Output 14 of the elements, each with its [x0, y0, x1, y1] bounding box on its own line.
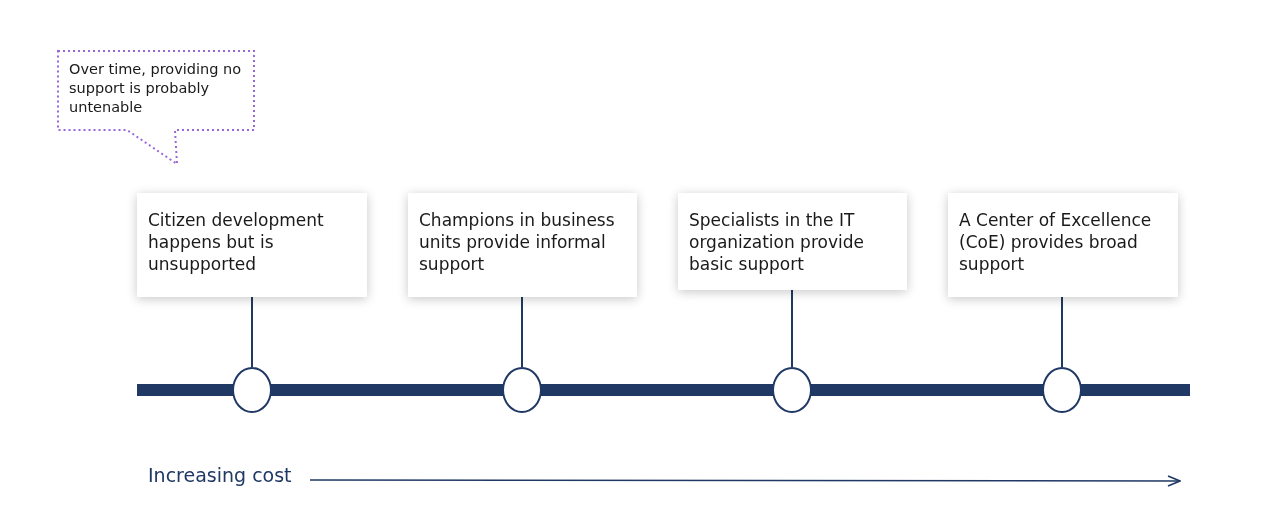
milestone-card: Citizen development happens but is unsupported	[137, 193, 367, 297]
milestone-card: Champions in business units provide informal support	[408, 193, 637, 297]
milestone-card: A Center of Excellence (CoE) provides broad support	[948, 193, 1178, 297]
leader-line	[791, 289, 793, 368]
milestone-circle	[772, 367, 812, 413]
leader-line	[251, 296, 253, 368]
axis-label: Increasing cost	[148, 464, 292, 486]
milestone-circle	[502, 367, 542, 413]
leader-line	[1061, 296, 1063, 368]
milestone-circle	[232, 367, 272, 413]
milestone-circle	[1042, 367, 1082, 413]
milestone-card: Specialists in the IT organization provide basic support	[678, 193, 907, 290]
speech-bubble: Over time, providing no support is probably untenable	[57, 50, 255, 165]
leader-line	[521, 296, 523, 368]
